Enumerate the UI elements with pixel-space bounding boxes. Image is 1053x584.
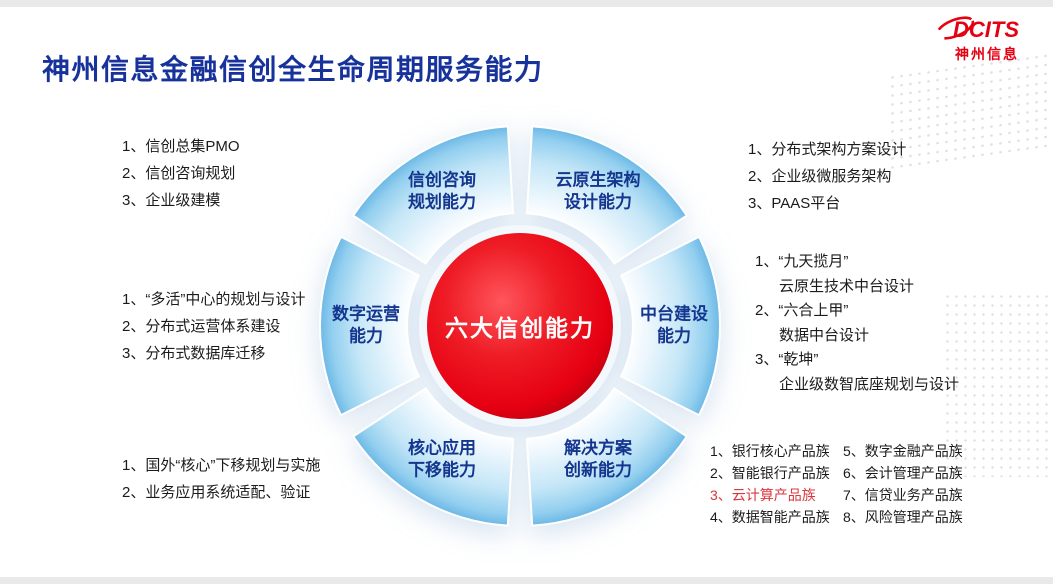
sector-label-line: 规划能力 xyxy=(408,193,476,212)
sector-label-solution: 解决方案 创新能力 xyxy=(533,438,663,483)
sector-label-digital-ops: 数字运营 能力 xyxy=(301,304,431,349)
sector-digital-ops-shape xyxy=(319,235,421,417)
dot-pattern-bottom-right xyxy=(943,292,1053,477)
sector-label-core-app: 核心应用 下移能力 xyxy=(377,438,507,483)
sector-label-line: 设计能力 xyxy=(564,193,632,212)
list-item: 2、智能银行产品族 xyxy=(710,465,830,481)
page-title: 神州信息金融信创全生命周期服务能力 xyxy=(42,54,544,85)
list-item: 1、“九天揽月” xyxy=(755,253,849,270)
list-middle-platform: 1、“九天揽月” 云原生技术中台设计 2、“六合上甲” 数据中台设计 3、“乾坤… xyxy=(755,250,959,397)
sector-label-line: 解决方案 xyxy=(564,438,632,458)
sector-solution-shape xyxy=(525,387,689,527)
sector-label-line: 信创咨询 xyxy=(408,170,476,190)
list-item: 2、企业级微服务架构 xyxy=(748,168,892,185)
list-consulting: 1、信创总集PMO 2、信创咨询规划 3、企业级建模 xyxy=(122,133,240,214)
slide-edge-bottom xyxy=(0,577,1053,584)
list-item: 3、PAAS平台 xyxy=(748,195,841,212)
sector-cloud-native-shape xyxy=(525,125,689,265)
sector-consulting-shape xyxy=(351,125,515,265)
company-logo: DCITS 神州信息 xyxy=(895,10,1025,70)
list-item: 1、分布式架构方案设计 xyxy=(748,141,907,158)
list-solution-col1: 1、银行核心产品族 2、智能银行产品族 3、云计算产品族 4、数据智能产品族 xyxy=(710,440,830,528)
capability-wheel: 信创咨询 规划能力 云原生架构 设计能力 中台建设 能力 解决方案 创新能力 核… xyxy=(312,118,728,534)
sector-label-line: 创新能力 xyxy=(564,461,632,480)
sector-middle-platform-shape xyxy=(619,235,721,417)
slide-edge-top xyxy=(0,0,1053,7)
list-item: 2、“六合上甲” xyxy=(755,302,849,319)
list-item: 4、数据智能产品族 xyxy=(710,509,830,525)
logo-brand-text: DCITS xyxy=(953,17,1019,42)
list-item: 1、银行核心产品族 xyxy=(710,443,830,459)
logo-swoosh-icon xyxy=(935,16,975,40)
list-item: 2、信创咨询规划 xyxy=(122,165,236,182)
list-solution-col2: 5、数字金融产品族 6、会计管理产品族 7、信贷业务产品族 8、风险管理产品族 xyxy=(843,440,963,528)
sector-label-consulting: 信创咨询 规划能力 xyxy=(377,170,507,215)
list-item: 2、业务应用系统适配、验证 xyxy=(122,484,311,501)
list-item: 1、国外“核心”下移规划与实施 xyxy=(122,457,321,474)
list-item: 3、分布式数据库迁移 xyxy=(122,345,266,362)
center-circle xyxy=(427,233,613,419)
list-digital-ops: 1、“多活”中心的规划与设计 2、分布式运营体系建设 3、分布式数据库迁移 xyxy=(122,286,305,367)
list-item: 3、企业级建模 xyxy=(122,192,221,209)
wheel-center-label: 六大信创能力 xyxy=(445,315,595,341)
sector-label-line: 中台建设 xyxy=(640,304,708,324)
sector-label-line: 核心应用 xyxy=(408,438,476,458)
list-item: 3、“乾坤” xyxy=(755,351,819,368)
list-item-highlighted: 3、云计算产品族 xyxy=(710,487,816,503)
sector-core-app-shape xyxy=(351,387,515,527)
sector-label-cloud-native: 云原生架构 设计能力 xyxy=(533,170,663,215)
list-core-app: 1、国外“核心”下移规划与实施 2、业务应用系统适配、验证 xyxy=(122,452,320,506)
list-cloud-native: 1、分布式架构方案设计 2、企业级微服务架构 3、PAAS平台 xyxy=(748,136,906,217)
list-item: 8、风险管理产品族 xyxy=(843,509,963,525)
capability-wheel-graphic xyxy=(319,125,721,527)
list-item: 1、信创总集PMO xyxy=(122,138,240,155)
sector-label-line: 数字运营 xyxy=(332,304,400,324)
sector-label-line: 能力 xyxy=(349,327,383,346)
list-item: 1、“多活”中心的规划与设计 xyxy=(122,291,306,308)
sector-label-middle-platform: 中台建设 能力 xyxy=(609,304,739,349)
sector-label-line: 云原生架构 xyxy=(555,170,641,190)
sector-label-line: 下移能力 xyxy=(408,461,476,480)
list-item: 7、信贷业务产品族 xyxy=(843,487,963,503)
list-item: 5、数字金融产品族 xyxy=(843,443,963,459)
list-item: 2、分布式运营体系建设 xyxy=(122,318,281,335)
logo-company-text: 神州信息 xyxy=(955,46,1019,62)
list-subitem: 云原生技术中台设计 xyxy=(779,277,915,295)
list-subitem: 企业级数智底座规划与设计 xyxy=(779,375,960,393)
sector-label-line: 能力 xyxy=(657,327,691,346)
list-item: 6、会计管理产品族 xyxy=(843,465,963,481)
logo-graphic: DCITS 神州信息 xyxy=(935,16,1019,62)
list-subitem: 数据中台设计 xyxy=(779,326,870,344)
